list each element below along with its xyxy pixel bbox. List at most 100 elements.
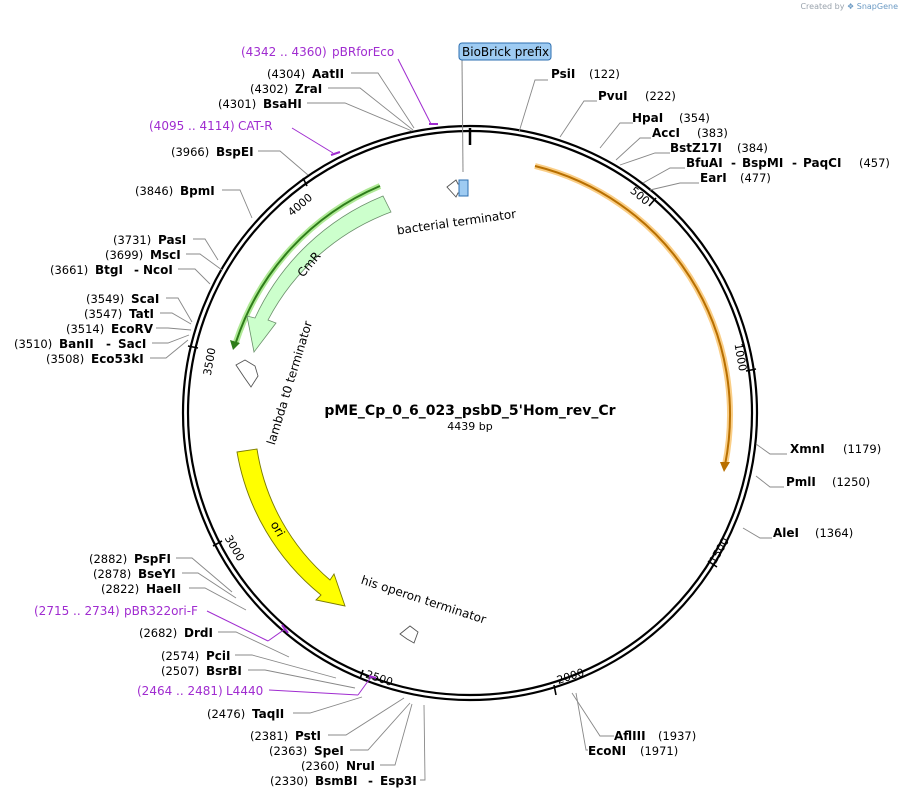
svg-text:BspMI: BspMI: [742, 156, 783, 170]
ori-feature[interactable]: ori: [236, 448, 346, 607]
svg-text:Esp3I: Esp3I: [380, 774, 417, 788]
site-zrai[interactable]: (4302) ZraI: [250, 82, 322, 96]
site-psii[interactable]: PsiI (122): [551, 67, 620, 81]
site-hpai[interactable]: HpaI (354): [632, 111, 710, 125]
site-alei[interactable]: AleI (1364): [773, 526, 853, 540]
svg-text:PsiI: PsiI: [551, 67, 575, 81]
svg-text:(2360): (2360): [301, 759, 339, 773]
site-eco53ki[interactable]: (3508) Eco53kI: [46, 352, 144, 366]
svg-text:NcoI: NcoI: [143, 263, 173, 277]
snapgene-logo-icon: ❖: [847, 2, 855, 11]
svg-text:PasI: PasI: [158, 233, 186, 247]
svg-text:(3510): (3510): [14, 337, 52, 351]
site-bsmbi-esp3i[interactable]: (2330) BsmBI - Esp3I: [270, 774, 417, 788]
site-bseyi[interactable]: (2878) BseYI: [93, 567, 176, 581]
svg-text:BpmI: BpmI: [180, 184, 215, 198]
svg-text:MscI: MscI: [150, 248, 181, 262]
svg-text:PmlI: PmlI: [786, 475, 816, 489]
svg-text:(1364): (1364): [815, 526, 853, 540]
svg-text:3500: 3500: [201, 347, 219, 377]
site-btgi-ncoi[interactable]: (3661) BtgI - NcoI: [50, 263, 173, 277]
primer-cat-r[interactable]: (4095 .. 4114) CAT-R: [149, 119, 341, 156]
svg-text:AleI: AleI: [773, 526, 799, 540]
site-bsrbi[interactable]: (2507) BsrBI: [161, 664, 242, 678]
svg-text:1000: 1000: [732, 342, 750, 372]
site-bstz17i[interactable]: BstZ17I (384): [670, 141, 768, 155]
primer-pbr322ori-f-pos: (2715 .. 2734): [34, 604, 120, 618]
primer-l4440[interactable]: (2464 .. 2481) L4440: [137, 675, 377, 698]
lambda-terminator-feature[interactable]: lambda t0 terminator: [235, 319, 315, 446]
site-bsahi[interactable]: (4301) BsaHI: [218, 97, 302, 111]
svg-text:(3547): (3547): [84, 307, 122, 321]
site-bfuai-bspmi-paqci[interactable]: BfuAI - BspMI - PaqCI (457): [686, 156, 890, 170]
site-pmli[interactable]: PmlI (1250): [786, 475, 870, 489]
svg-text:SacI: SacI: [118, 337, 146, 351]
cmr-green-arc[interactable]: [230, 183, 382, 350]
svg-text:BtgI: BtgI: [95, 263, 123, 277]
biobrick-prefix-feature[interactable]: BioBrick prefix: [458, 42, 552, 197]
svg-text:PaqCI: PaqCI: [803, 156, 841, 170]
his-terminator-feature[interactable]: his operon terminator: [359, 573, 488, 644]
primer-pbrforeco-pos: (4342 .. 4360): [241, 45, 327, 59]
site-psti[interactable]: (2381) PstI: [250, 729, 321, 743]
site-bspei[interactable]: (3966) BspEI: [171, 145, 254, 159]
bacterial-terminator-feature[interactable]: bacterial terminator: [396, 179, 517, 237]
svg-text:(3661): (3661): [50, 263, 88, 277]
site-afliii[interactable]: AflIII (1937): [614, 729, 696, 743]
site-scai[interactable]: (3549) ScaI: [86, 292, 159, 306]
site-eari[interactable]: EarI (477): [700, 171, 771, 185]
svg-text:(2882): (2882): [89, 552, 127, 566]
svg-text:(1971): (1971): [640, 744, 678, 758]
svg-text:(384): (384): [737, 141, 768, 155]
svg-text:3000: 3000: [222, 533, 247, 564]
site-pspfi[interactable]: (2882) PspFI: [89, 552, 171, 566]
site-pasi[interactable]: (3731) PasI: [113, 233, 186, 247]
site-aatii[interactable]: (4304) AatII: [267, 67, 344, 81]
site-pvui[interactable]: PvuI (222): [598, 89, 676, 103]
site-banii-saci[interactable]: (3510) BanII - SacI: [14, 337, 146, 351]
svg-text:BstZ17I: BstZ17I: [670, 141, 722, 155]
svg-text:-: -: [134, 263, 139, 277]
site-nrui[interactable]: (2360) NruI: [301, 759, 375, 773]
svg-text:BsmBI: BsmBI: [315, 774, 357, 788]
site-bpmi[interactable]: (3846) BpmI: [135, 184, 215, 198]
site-ecorv[interactable]: (3514) EcoRV: [66, 322, 154, 336]
svg-text:-: -: [731, 156, 736, 170]
site-msci[interactable]: (3699) MscI: [105, 248, 181, 262]
site-haeii[interactable]: (2822) HaeII: [101, 582, 181, 596]
svg-text:(2682): (2682): [139, 626, 177, 640]
site-pcii[interactable]: (2574) PciI: [161, 649, 231, 663]
svg-text:-: -: [792, 156, 797, 170]
site-acci[interactable]: AccI (383): [652, 126, 728, 140]
primer-l4440-pos: (2464 .. 2481): [137, 684, 223, 698]
svg-text:ScaI: ScaI: [131, 292, 159, 306]
svg-text:(383): (383): [697, 126, 728, 140]
tick-4000: 4000: [285, 177, 315, 219]
svg-text:DrdI: DrdI: [184, 626, 213, 640]
site-taqii[interactable]: (2476) TaqII: [207, 707, 284, 721]
svg-text:SpeI: SpeI: [314, 744, 344, 758]
site-xmni[interactable]: XmnI (1179): [790, 442, 881, 456]
primer-cat-r-name: CAT-R: [238, 119, 273, 133]
snapgene-credit: Created by ❖ SnapGene: [800, 2, 898, 11]
primer-pbr322ori-f[interactable]: (2715 .. 2734) pBR322ori-F: [34, 604, 289, 642]
backbone-outer-circle: [181, 124, 759, 702]
left-site-connectors: [150, 72, 426, 781]
svg-text:(3731): (3731): [113, 233, 151, 247]
site-tati[interactable]: (3547) TatI: [84, 307, 154, 321]
site-drdi[interactable]: (2682) DrdI: [139, 626, 213, 640]
biobrick-prefix-label: BioBrick prefix: [462, 45, 549, 59]
svg-text:AccI: AccI: [652, 126, 680, 140]
svg-text:TaqII: TaqII: [252, 707, 284, 721]
orange-feature-arrow[interactable]: [534, 163, 734, 472]
ori-label: ori: [268, 519, 288, 540]
site-spei[interactable]: (2363) SpeI: [269, 744, 344, 758]
primer-pbrforeco[interactable]: (4342 .. 4360) pBRforEco: [241, 45, 438, 125]
svg-text:EcoRV: EcoRV: [111, 322, 154, 336]
svg-text:(2476): (2476): [207, 707, 245, 721]
site-econi[interactable]: EcoNI (1971): [588, 744, 678, 758]
svg-text:(1937): (1937): [658, 729, 696, 743]
credit-brand: SnapGene: [856, 2, 898, 11]
svg-text:-: -: [368, 774, 373, 788]
primer-l4440-name: L4440: [226, 684, 263, 698]
